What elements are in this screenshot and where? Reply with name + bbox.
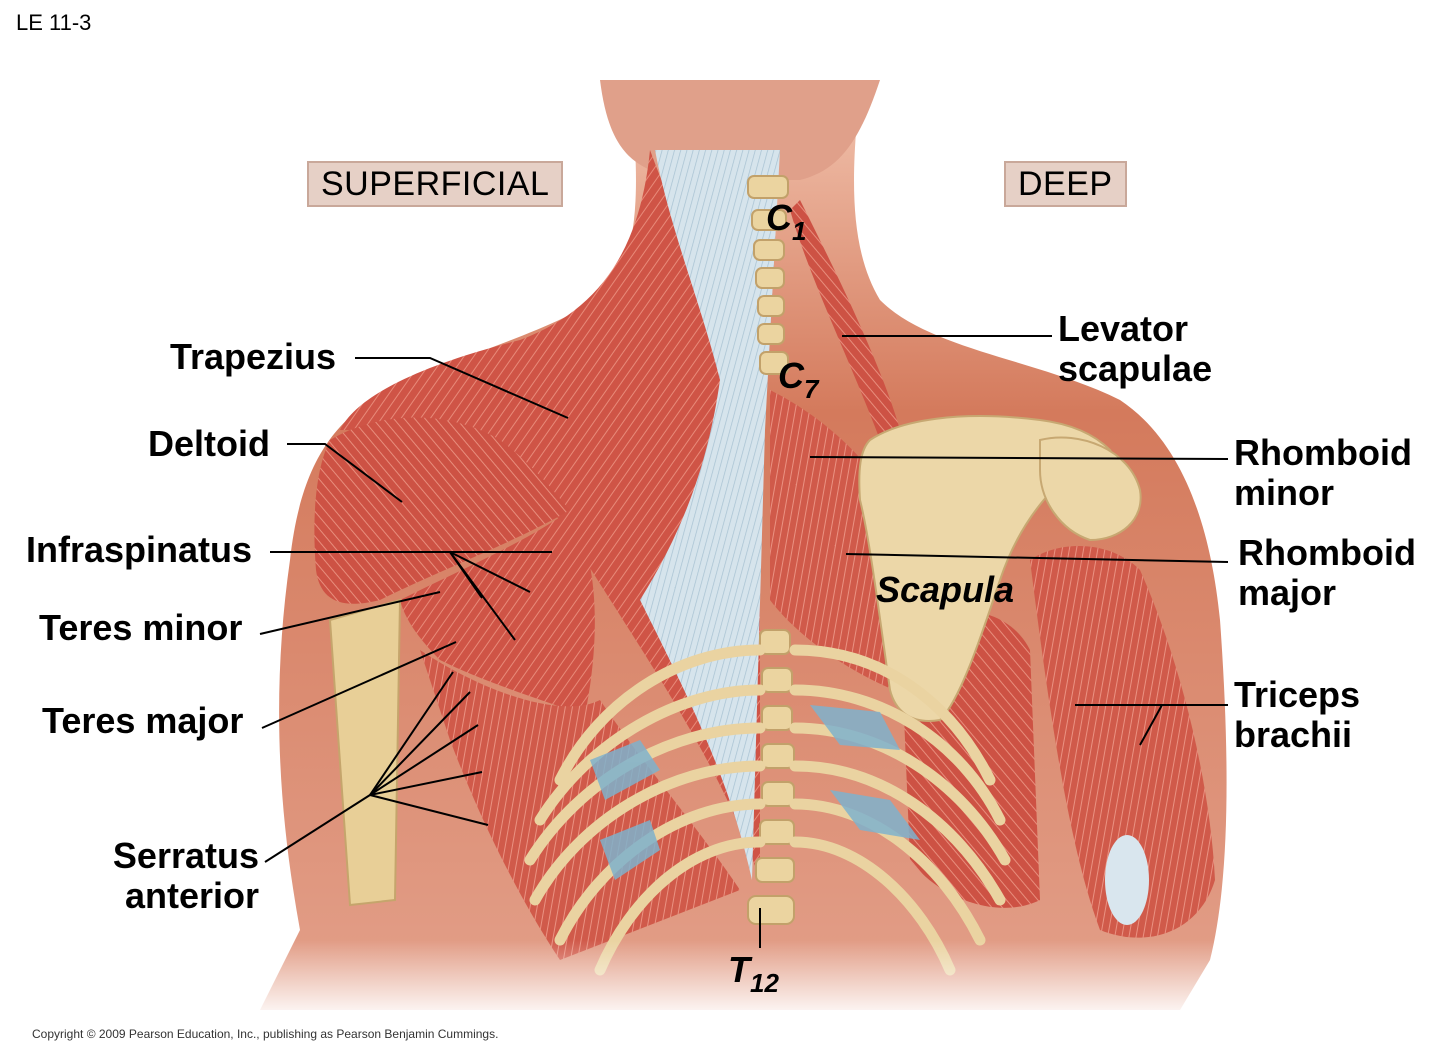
teres-minor-leader	[259, 591, 441, 635]
serratus-leader-6	[369, 794, 489, 826]
triceps-muscle	[1030, 546, 1215, 938]
t12-letter: T	[728, 949, 750, 990]
infraspinatus-label: Infraspinatus	[26, 529, 253, 570]
infraspinatus-muscle	[400, 510, 595, 715]
serratus-leader-5	[369, 771, 483, 796]
copyright-notice: Copyright © 2009 Pearson Education, Inc.…	[32, 1027, 499, 1041]
serratus-leader-4	[369, 724, 479, 796]
serratus-anterior-label: Serratus anterior	[95, 836, 259, 916]
infraspinatus-leader-4	[449, 551, 483, 599]
trapezius-label: Trapezius	[170, 336, 337, 377]
nuchal-tendon	[640, 150, 780, 880]
serratus-label-line1: Serratus	[112, 835, 259, 876]
serratus-label-line2: anterior	[124, 875, 259, 916]
rhomboid-major-label-line1: Rhomboid	[1238, 532, 1416, 573]
c1-letter: C	[766, 197, 792, 238]
c7-vertebra-label: C7	[778, 355, 818, 405]
levator-label-line2: scapulae	[1058, 348, 1213, 389]
rhomboid-major-label: Rhomboid major	[1238, 533, 1416, 613]
triceps-leader-2	[1139, 704, 1163, 746]
trapezius-muscle	[340, 150, 760, 880]
rhomboid-major-label-line2: major	[1238, 572, 1337, 613]
c1-vertebra-label: C1	[766, 197, 806, 247]
c1-number: 1	[792, 216, 807, 246]
humeral-head	[1039, 436, 1142, 542]
rhomboid-minor-leader	[809, 456, 1229, 460]
triceps-label-line1: Triceps	[1234, 674, 1361, 715]
rhomboid-minor-label-line2: minor	[1234, 472, 1335, 513]
t12-vertebra-label: T12	[728, 949, 779, 999]
serratus-leader-2	[369, 671, 454, 796]
deep-view-tag: DEEP	[1004, 161, 1127, 207]
infraspinatus-leader-2	[449, 551, 531, 593]
t12-number: 12	[750, 968, 779, 998]
trapezius-leader	[355, 357, 569, 419]
scapula-label: Scapula	[876, 569, 1015, 610]
olecranon-tendon	[1105, 835, 1149, 925]
deltoid-label: Deltoid	[148, 423, 270, 464]
rhomboid-major-leader	[845, 553, 1229, 563]
serratus-leader-3	[369, 691, 471, 796]
rhomboid-minor-label: Rhomboid minor	[1234, 433, 1412, 513]
teres-major-leader	[261, 641, 457, 729]
levator-scapulae-label: Levator scapulae	[1058, 309, 1212, 389]
levator-scapulae-muscle	[790, 200, 900, 440]
deltoid-leader	[287, 443, 403, 503]
leader-lines	[259, 335, 1229, 948]
c7-number: 7	[804, 374, 819, 404]
teres-minor-label: Teres minor	[39, 607, 243, 648]
intercostal-cartilage	[590, 705, 920, 880]
slide-label: LE 11-3	[16, 10, 92, 35]
serratus-leader	[264, 794, 371, 863]
bottom-fade	[0, 940, 1449, 1020]
spine	[747, 175, 795, 925]
triceps-brachii-label: Triceps brachii	[1234, 675, 1360, 755]
superficial-view-tag: SUPERFICIAL	[307, 161, 564, 207]
c7-letter: C	[778, 355, 804, 396]
rhomboid-minor-label-line1: Rhomboid	[1234, 432, 1412, 473]
triceps-label-line2: brachii	[1234, 714, 1353, 755]
levator-label-line1: Levator	[1058, 308, 1189, 349]
teres-major-label: Teres major	[42, 700, 244, 741]
deltoid-muscle	[314, 417, 570, 604]
